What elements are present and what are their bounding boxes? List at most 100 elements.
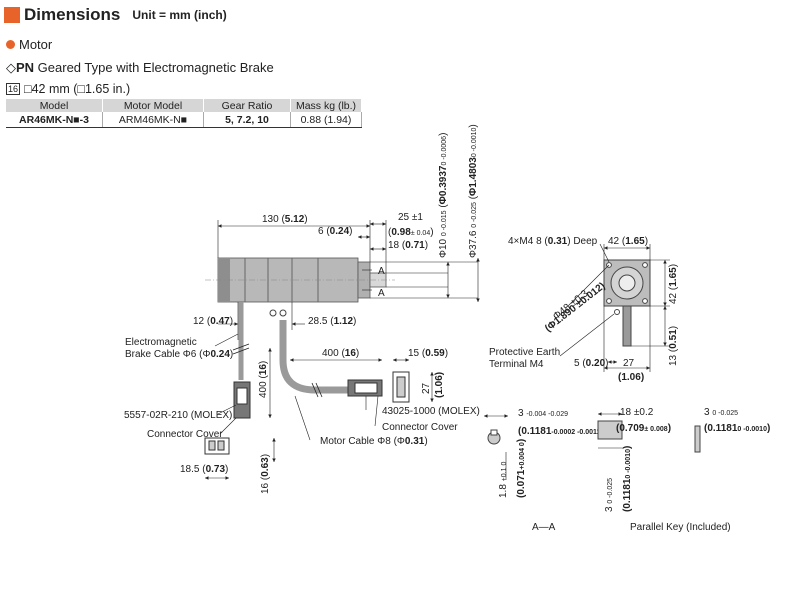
phi10-label: Φ10 0 -0.015 (Φ0.39370 -0.0006) — [438, 133, 449, 258]
table-header: Mass kg (lb.) — [290, 99, 362, 112]
svg-text:3 0 -0.025: 3 0 -0.025 — [604, 478, 615, 512]
pk01181v-label: (0.11810 -0.0010) — [704, 423, 770, 434]
side-dimensions — [217, 220, 480, 340]
dim-16-label: 16 (0.63) — [260, 454, 271, 494]
dim-6-label: 6 (0.24) — [318, 226, 352, 237]
dim-13-label: 13 (0.51) — [668, 326, 679, 366]
svg-text:27: 27 — [421, 382, 432, 394]
phi37-label: Φ37.6 0 -0.025 (Φ1.48030 -0.0010) — [468, 124, 479, 258]
mounting-hole — [642, 262, 648, 268]
caption-parallel-key: Parallel Key (Included) — [630, 522, 731, 533]
dim-098-label: (0.98± 0.04) — [388, 227, 434, 238]
brake-connector-pin — [208, 440, 216, 451]
subtitle-rest: Geared Type with Electromagnetic Brake — [34, 60, 274, 75]
front-shaft — [618, 274, 636, 292]
svg-text:13 (0.51): 13 (0.51) — [668, 326, 679, 366]
dim-27-front-label: 27 — [623, 358, 635, 369]
table-cell: 0.88 (1.94) — [290, 112, 362, 128]
subtitle-bold: PN — [16, 60, 35, 75]
leader-motor-cable — [294, 395, 311, 441]
cover1-label: Connector Cover — [147, 429, 223, 440]
section-a-label: A — [378, 266, 385, 277]
terminal-symbol — [279, 309, 287, 317]
table-cell: ARM46MK-N■ — [102, 112, 204, 128]
motor-heading-label: Motor — [19, 37, 53, 52]
key-end-view — [694, 425, 701, 453]
table-header-row: Model Motor Model Gear Ratio Mass kg (lb… — [6, 99, 362, 112]
svg-text:1.8 +0.1 0: 1.8 +0.1 0 — [498, 462, 509, 498]
svg-text:(0.071+0.004 0): (0.071+0.004 0) — [516, 439, 527, 498]
front-cable-outlet — [622, 305, 632, 347]
pk0709-label: (0.709± 0.008) — [616, 423, 671, 434]
mounting-hole — [642, 298, 648, 304]
header-square-icon — [4, 7, 20, 23]
cable-break-mark — [315, 382, 323, 398]
earth-label-1: Protective Earth — [489, 347, 560, 358]
svg-text:(1.06): (1.06) — [434, 372, 445, 398]
molex2-label: 43025-1000 (MOLEX) — [382, 406, 480, 417]
molex1-label: 5557-02R-210 (MOLEX) — [124, 410, 232, 421]
brake-connector-face — [236, 387, 248, 405]
earth-label-2: Terminal M4 — [489, 359, 544, 370]
m4-label: 4×M4 8 (0.31) Deep — [508, 236, 598, 247]
pk3-label: 3 0 -0.025 — [604, 478, 615, 512]
cover2-label: Connector Cover — [382, 422, 458, 433]
motor-front-view — [603, 259, 651, 347]
cables — [204, 302, 434, 480]
spec-table: Model Motor Model Gear Ratio Mass kg (lb… — [6, 99, 362, 128]
brake-cable-label-2: Brake Cable Φ6 (Φ0.24) — [125, 349, 233, 360]
dim-106-connector-label: (1.06) — [434, 372, 445, 398]
svg-text:16 (0.63): 16 (0.63) — [260, 454, 271, 494]
frame-size: 16 □42 mm (□1.65 in.) — [6, 82, 130, 96]
frame-size-label: □42 mm (□1.65 in.) — [24, 82, 131, 96]
earth-terminal — [614, 309, 620, 315]
leader-earth — [559, 313, 615, 357]
leader-cover2 — [374, 395, 379, 427]
bullet-icon — [6, 40, 15, 49]
pk01181-label: (0.11810 -0.0010) — [622, 446, 633, 512]
leader-m4 — [599, 243, 610, 263]
diamond-icon: ◇ — [6, 60, 16, 75]
brake-cable-label-1: Electromagnetic — [125, 337, 197, 348]
key-body — [597, 420, 623, 440]
cable-break-mark — [311, 382, 319, 398]
dim-25-label: 25 ±1 — [398, 212, 423, 223]
mounting-hole — [606, 298, 612, 304]
front-labels: 4×M4 8 (0.31) Deep 42 (1.65) 42 (1.65) 1… — [489, 236, 679, 383]
pk18-label: 18 ±0.2 — [620, 407, 654, 418]
terminal-symbol — [269, 309, 277, 317]
table-header: Motor Model — [102, 99, 204, 112]
table-cell: 5, 7.2, 10 — [203, 112, 291, 128]
keyway — [490, 429, 498, 436]
section-aa: 3 -0.004 -0.029 (0.1181-0.0002 -0.0011) … — [484, 408, 604, 533]
aa18-label: 1.8 +0.1 0 — [498, 462, 509, 498]
dim-400h-label: 400 (16) — [322, 348, 359, 359]
dim-5-label: 5 (0.20) — [574, 358, 608, 369]
dim-15-label: 15 (0.59) — [408, 348, 448, 359]
brake-connector-pin — [217, 440, 225, 451]
aa3-label: 3 -0.004 -0.029 — [518, 408, 568, 419]
svg-text:(0.11810 -0.0010): (0.11810 -0.0010) — [622, 446, 633, 512]
dim-42v-label: 42 (1.65) — [668, 264, 679, 304]
leader-phi48 — [567, 264, 610, 307]
page-title: Dimensions — [24, 5, 121, 24]
dim-185-label: 18.5 (0.73) — [180, 464, 228, 475]
leader-brake-cable — [214, 333, 239, 347]
svg-text:42 (1.65): 42 (1.65) — [668, 264, 679, 304]
motor-connector-pins — [396, 376, 406, 398]
dim-27-connector-label: 27 — [421, 382, 432, 394]
unit-note: Unit = mm (inch) — [132, 8, 227, 22]
aa01181-label: (0.1181-0.0002 -0.0011) — [518, 426, 604, 437]
svg-text:Φ37.6 0 -0.025 (Φ1.48030 -0.00: Φ37.6 0 -0.025 (Φ1.48030 -0.0010) — [468, 124, 479, 258]
caption-aa: A—A — [532, 522, 556, 533]
leader-molex1 — [217, 404, 237, 415]
motor-side-view — [205, 257, 395, 317]
cable-labels: Electromagnetic Brake Cable Φ6 (Φ0.24) 4… — [124, 337, 480, 494]
section-header: Dimensions Unit = mm (inch) — [4, 4, 227, 26]
svg-text:Φ10 0 -0.015 (Φ0.39370 -0.0006: Φ10 0 -0.015 (Φ0.39370 -0.0006) — [438, 133, 449, 258]
table-cell: AR46MK-N■-3 — [6, 112, 103, 128]
dim-130-label: 130 (5.12) — [262, 214, 308, 225]
motor-heading: Motor — [6, 37, 52, 52]
dim-18-label: 18 (0.71) — [388, 240, 428, 251]
